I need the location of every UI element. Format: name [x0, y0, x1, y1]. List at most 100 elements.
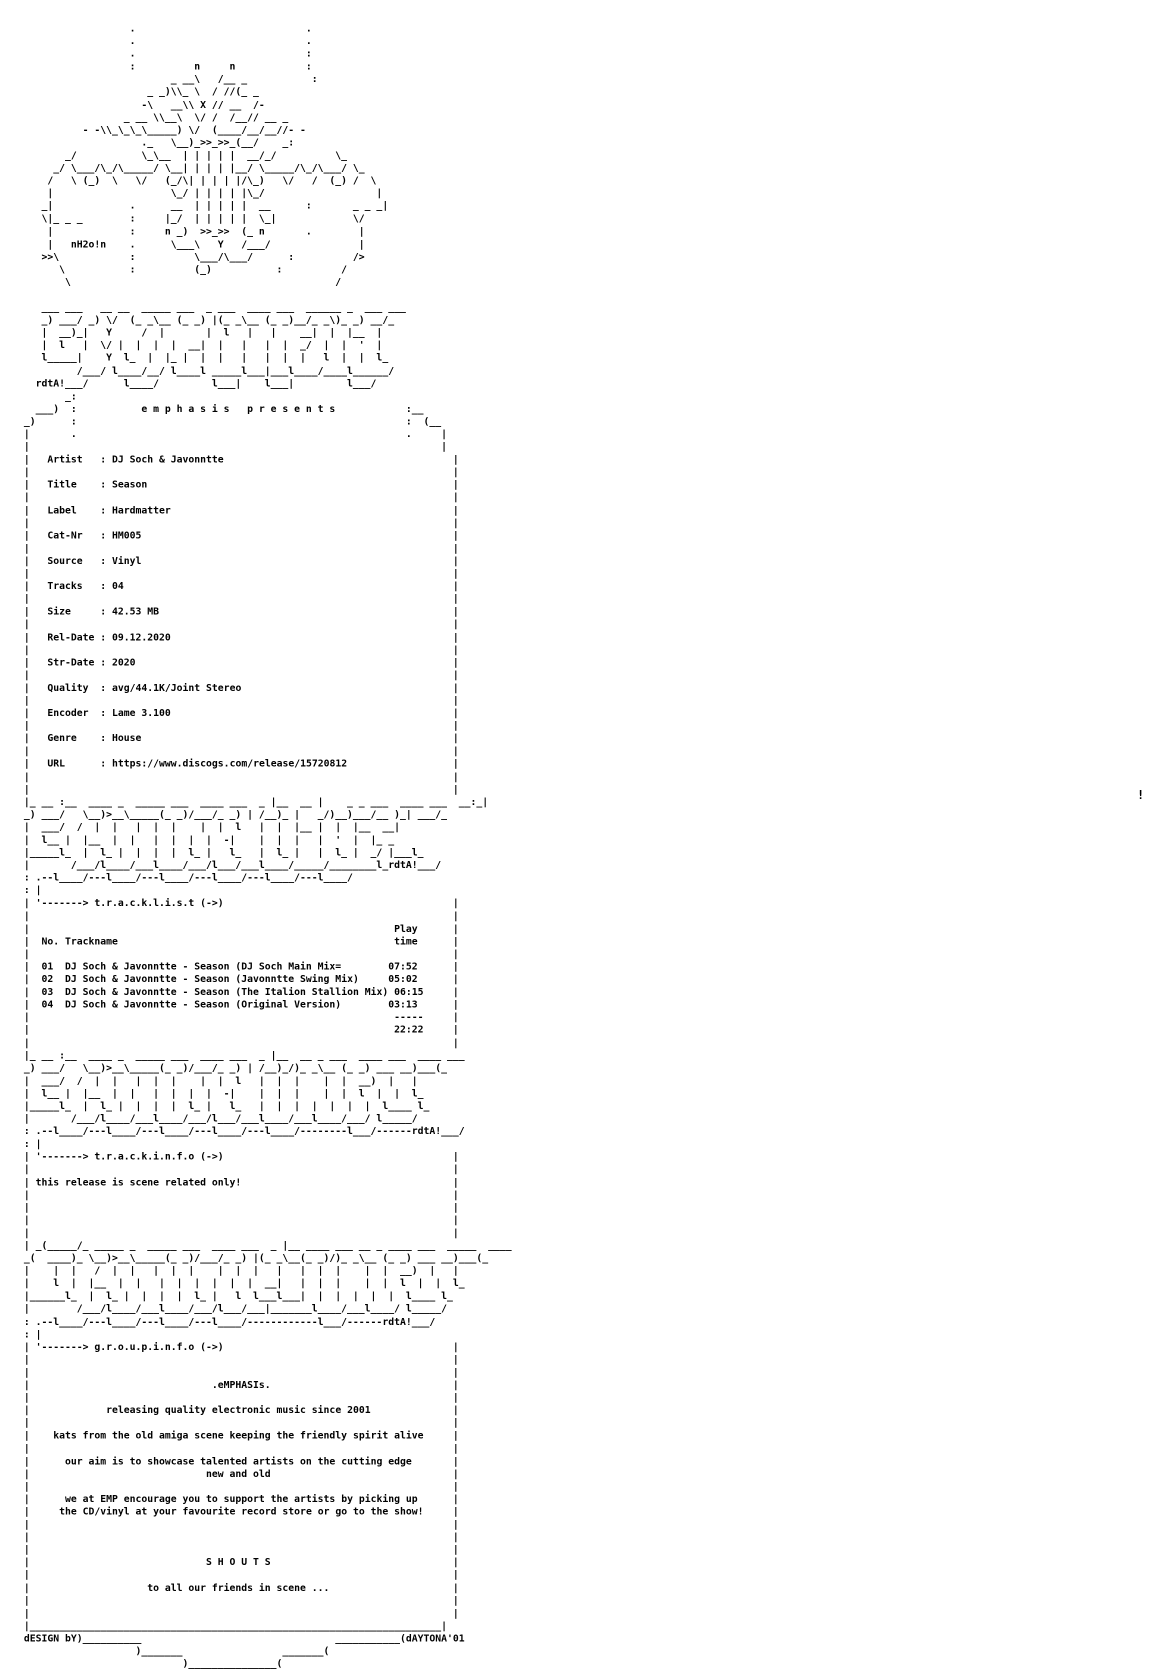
info-value: Vinyl [112, 554, 142, 567]
emphasis-logo: rdtA!___/ l____/ l___| l___| l___/ [18, 376, 377, 389]
groupinfo-logo: _( ____)_ \__)>__\_____(_ _)/___/_ _) |(… [18, 1251, 489, 1264]
shouts-title: S H O U T S [206, 1555, 271, 1568]
trackinfo-logo: |_ __ :__ ____ _ _____ ___ ____ ___ _ |_… [18, 1048, 465, 1061]
header-art: / \ (_) \ \/ (_/\| | | | |/\_) \/ / (_) … [18, 174, 377, 186]
info-value: 42.53 MB [112, 605, 160, 617]
emphasis-logo: _) ___/ _) \/ (_ _\__ (_ _) |(_ _\__ (_ … [18, 313, 395, 326]
tracklist-logo: |_____l_ | l_ | | | | l_ | l_ | l_ | | l… [18, 846, 424, 858]
info-value: Season [112, 478, 148, 491]
header-art: ._ \__)_>>_>>_(__/ _: [18, 136, 295, 148]
track-name: DJ Soch & Javonntte - Season (Javonntte … [65, 972, 359, 985]
info-key: Tracks [47, 579, 95, 592]
info-value: Hardmatter [112, 503, 171, 516]
header-art: | nH2o!n . \___\ Y /___/ | [18, 237, 365, 250]
trackinfo-logo: : .--l____/---l____/---l____/---l____/--… [18, 1124, 465, 1137]
group-line: kats from the old amiga scene keeping th… [53, 1429, 424, 1441]
track-time: 06:15 [394, 985, 424, 998]
header-art: _| . __ | | | | | __ : _ _ _| [18, 199, 389, 212]
track-time: 03:13 [388, 998, 418, 1010]
total-separator: ----- [394, 1010, 424, 1023]
groupinfo-label: '-------> g.r.o.u.p.i.n.f.o (->) [35, 1340, 224, 1353]
info-key: Cat-Nr [47, 529, 95, 541]
trackinfo-logo: | /___/l____/___l____/___/l___/___l____/… [18, 1112, 418, 1125]
info-value: Lame 3.100 [112, 706, 171, 719]
emphasis-logo: l_____| Y l_ | |_ | | | | | | | l | | l_ [18, 351, 389, 364]
tracklist-logo: | l__ | |__ | | | | | | -| | | | | ' | |… [18, 833, 395, 846]
track-number: 03 [41, 985, 54, 998]
trackinfo-logo: |_____l_ | l_ | | | | l_ | l_ | | | | | … [18, 1099, 430, 1112]
header-art: | : n _) >>_>> (_ n . | [18, 224, 365, 237]
group-line: new and old [206, 1467, 271, 1479]
info-value: avg/44.1K/Joint Stereo [112, 681, 242, 694]
nfo-document: . . . . . : : n n : [18, 22, 512, 1670]
group-line: the CD/vinyl at your favourite record st… [59, 1505, 424, 1518]
track-time: 05:02 [388, 972, 418, 985]
header-art: . : [18, 47, 312, 60]
header-art: . . [18, 34, 312, 47]
groupinfo-logo: | _(_____/_ _____ _ _____ ___ ____ ___ _… [18, 1238, 512, 1251]
emphasis-logo: /___/ l____/__/ l____l _____l___|___l___… [18, 364, 395, 377]
info-value: 09.12.2020 [112, 630, 171, 643]
header-art: >>\ : \___/\___/ : /> [18, 250, 365, 262]
groupinfo-logo: | | | / | | | | | | | | | | | | | | __) … [18, 1264, 459, 1277]
tracklist-logo: _) ___/ \__)>__\_____(_ _)/___/_ _) | /_… [18, 807, 447, 820]
header-art: _/ \___/\_/\_____/ \__| | | | |__/ \____… [18, 161, 365, 174]
footer-art: )_______________( [18, 1657, 283, 1670]
info-value: https://www.discogs.com/release/15720812 [112, 757, 348, 770]
time-header: time [394, 934, 418, 947]
emphasis-logo: | __)_| Y / | | l | | __| | |__ | [18, 326, 383, 339]
info-key: Str-Date [47, 655, 95, 668]
tracklist-logo: | /___/l____/___l____/___/l___/___l____/… [18, 858, 442, 871]
footer-art: )_______ _______( [18, 1644, 330, 1657]
footer-art: |_______________________________________… [18, 1619, 447, 1632]
group-line: we at EMP encourage you to support the a… [65, 1492, 418, 1505]
shouts-text: to all our friends in scene ... [147, 1581, 330, 1594]
info-key: Encoder [47, 706, 95, 719]
track-number: 02 [41, 972, 54, 985]
info-key: Source [47, 554, 95, 567]
groupinfo-logo: |______l_ | l_ | | | | l_ | l l___l___| … [18, 1289, 453, 1302]
header-art: \|_ _ _ : |_/ | | | | | \_| \/ [18, 212, 365, 224]
header-art: \ / [18, 275, 342, 288]
presents-text: e m p h a s i s p r e s e n t s [141, 402, 336, 415]
track-name: DJ Soch & Javonntte - Season (Original V… [65, 998, 342, 1010]
emphasis-logo: ___ ___ __ __ _____ ___ _ ___ ____ ___ _… [18, 300, 406, 313]
header-art: | \_/ | | | | |\_/ | [18, 186, 383, 199]
no-header: No. [41, 934, 60, 947]
track-number: 01 [41, 960, 54, 972]
info-value: House [112, 731, 142, 744]
groupinfo-logo: : .--l____/---l____/---l____/---l____/--… [18, 1315, 436, 1327]
info-key: Artist [47, 453, 95, 465]
header-art: _ _)\\_ \ / //(_ _ [18, 85, 259, 98]
total-time: 22:22 [394, 1023, 424, 1036]
groupinfo-logo: | /___/l____/___l____/___/l___/___|_____… [18, 1302, 447, 1315]
trackinfo-logo: : | [18, 1137, 42, 1150]
header-art: _/ \_\__ | | | | | __/_/ \_ [18, 148, 348, 161]
header-art: : n n : [18, 60, 312, 72]
tracklist-label: '-------> t.r.a.c.k.l.i.s.t (->) [35, 896, 224, 909]
frame-art: _: [18, 389, 77, 402]
group-line: releasing quality electronic music since… [106, 1403, 371, 1416]
info-key: Rel-Date [47, 630, 95, 643]
trackinfo-logo: | l__ | |__ | | | | | | -| | | | | | l |… [18, 1086, 424, 1099]
header-art: _ __ \\__\ \/ / /__// __ _ [18, 110, 289, 123]
header-art: - -\\_\_\_\_____) \/ (____/__/__//- - [18, 123, 306, 136]
track-name: DJ Soch & Javonntte - Season (DJ Soch Ma… [65, 960, 342, 972]
header-art: . . [18, 22, 312, 34]
info-value: 04 [112, 579, 124, 592]
info-key: Label [47, 503, 95, 516]
frame-art: :__ [335, 402, 424, 415]
info-key: URL [47, 757, 95, 770]
info-key: Genre [47, 731, 95, 744]
tracklist-logo: |_ __ :__ ____ _ _____ ___ ____ ___ _ |_… [18, 795, 489, 808]
groupinfo-logo: | l | |__ | | | | | | | | __| | | | | | … [18, 1277, 465, 1289]
play-header: Play [394, 922, 418, 934]
footer-art: dESIGN bY)__________ ___________(dAYTONA… [18, 1631, 465, 1644]
trackinfo-logo: | ___/ / | | | | | | | l | | | | | __) |… [18, 1074, 418, 1086]
info-key: Title [47, 478, 95, 491]
info-key: Quality [47, 681, 95, 694]
info-value: 2020 [112, 655, 136, 668]
frame-art: _) : : (__ [18, 414, 442, 427]
stray-mark: ! [1137, 788, 1145, 802]
frame-art: ___) : [18, 402, 142, 415]
